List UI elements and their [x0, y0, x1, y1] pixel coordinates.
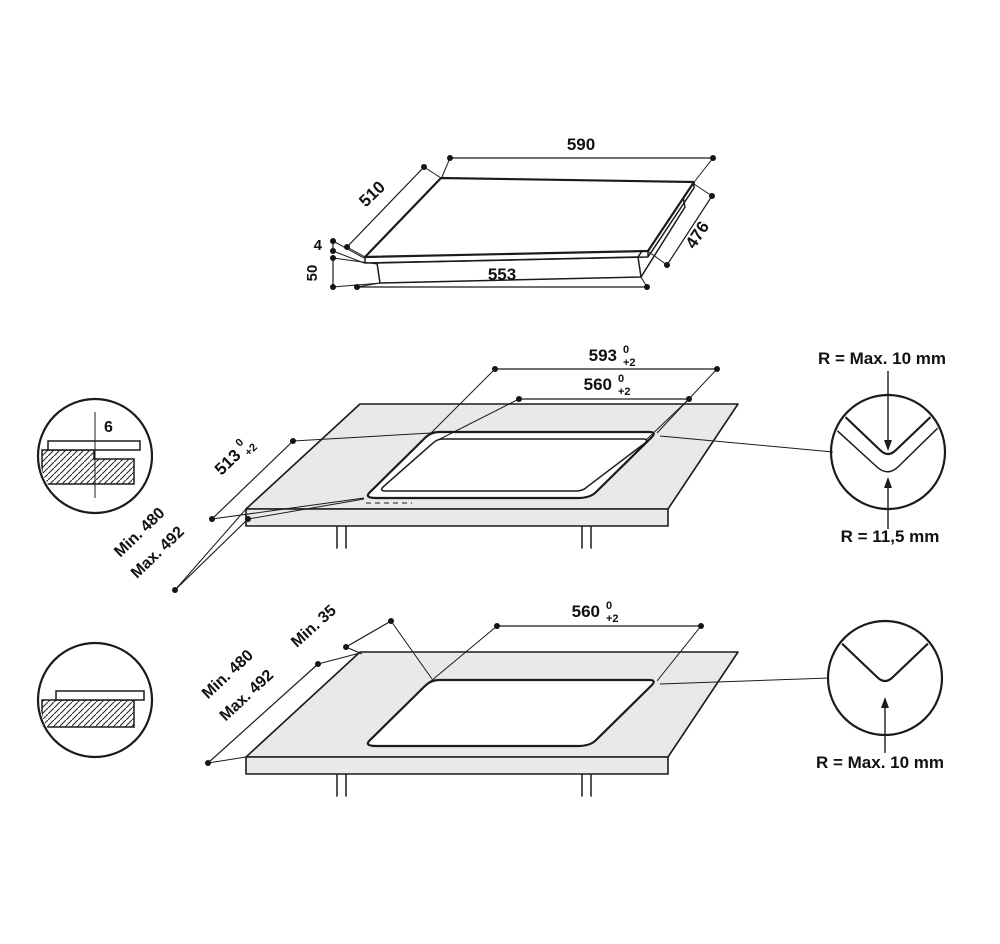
dim-top-body-width: 553 — [354, 265, 650, 290]
dim-top-glass-thickness: 4 — [314, 237, 365, 264]
radius-arrowhead-top — [884, 440, 892, 451]
cutout-inner-ledge — [380, 438, 648, 492]
worktop-front-face-bottom — [245, 756, 669, 775]
detail-leader-middle — [659, 435, 834, 453]
min-side-label: Min. 35 — [288, 602, 340, 651]
dim-label-50: 50 — [304, 265, 321, 282]
detail-circle-left-middle — [36, 397, 154, 515]
dim-label-560-tol-bottom: +2 — [618, 386, 631, 398]
dim-label-560-bottom: 560 — [572, 602, 600, 621]
cooktop-glass-top — [363, 176, 696, 259]
radius-arrowhead-bottom-view — [881, 697, 889, 708]
detail-section-flush — [36, 641, 154, 759]
dim-label-560-bottom-tol-bottom: +2 — [606, 613, 619, 625]
detail-circle-left-bottom — [36, 641, 154, 759]
cutout-corner-outer — [836, 406, 942, 456]
cooktop-isometric-view — [363, 176, 696, 284]
radius-arrowhead-bottom — [884, 477, 892, 488]
cutout-corner-inner — [833, 421, 943, 473]
dim-cutout-width-bottom: 560 0 +2 — [430, 600, 704, 682]
detail-radius-flush: R = Max. 10 mm — [659, 619, 944, 772]
radius-max-label-bottom: R = Max. 10 mm — [816, 753, 944, 772]
dim-label-560: 560 — [584, 375, 612, 394]
detail-section-semi-flush: 6 — [36, 397, 154, 515]
dim-label-593: 593 — [589, 346, 617, 365]
worktop-cross-section-bottom — [41, 699, 135, 728]
cutout-corner-bottom — [833, 633, 939, 683]
ledge-depth-label: 6 — [104, 419, 113, 436]
detail-leader-bottom — [659, 677, 830, 685]
radius-max-label-middle: R = Max. 10 mm — [818, 349, 946, 368]
dim-label-590: 590 — [567, 135, 595, 154]
worktop-flush — [245, 651, 739, 797]
worktop-supports-bottom — [336, 773, 592, 797]
hob-edge-cross-section — [47, 440, 141, 451]
dim-cutout-inner-width: 560 0 +2 — [437, 373, 692, 441]
dim-label-510: 510 — [355, 177, 389, 210]
dim-label-593-tol-bottom: +2 — [623, 357, 636, 369]
worktop-semi-flush — [245, 403, 739, 549]
dim-label-4: 4 — [314, 237, 323, 254]
worktop-supports — [336, 525, 592, 549]
dim-cutout-outer-width: 593 0 +2 — [430, 344, 720, 434]
dim-label-593-tol-top: 0 — [623, 344, 629, 356]
dim-label-560-bottom-tol-top: 0 — [606, 600, 612, 612]
cutout-outer-edge — [366, 430, 655, 500]
dim-label-560-tol-top: 0 — [618, 373, 624, 385]
detail-radius-semi-flush: R = Max. 10 mm R = 11,5 mm — [659, 349, 947, 546]
dim-label-513: 513 — [211, 446, 245, 479]
dim-label-476: 476 — [682, 218, 713, 252]
worktop-front-face — [245, 508, 669, 527]
dim-top-width: 590 — [441, 135, 716, 182]
cutout-edge-bottom — [366, 678, 655, 748]
hob-edge-cross-section-bottom — [55, 690, 145, 701]
radius-inner-label-middle: R = 11,5 mm — [841, 527, 940, 546]
worktop-cross-section — [41, 449, 135, 485]
dim-label-553: 553 — [488, 265, 516, 284]
